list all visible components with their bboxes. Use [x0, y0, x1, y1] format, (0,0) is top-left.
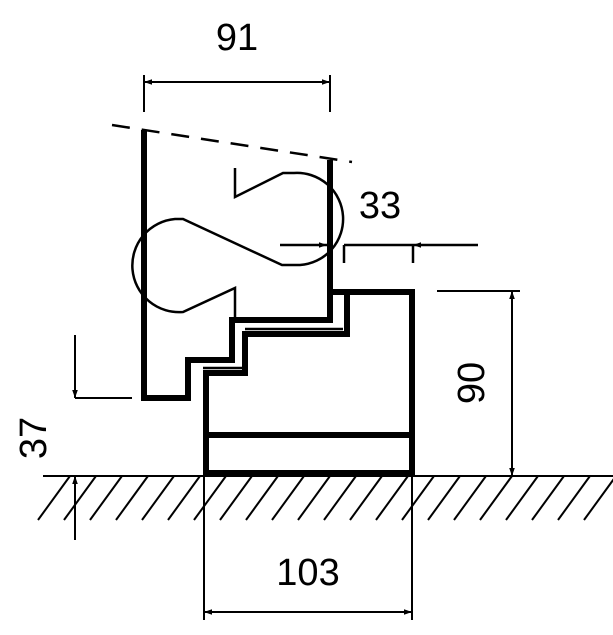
hatch-line — [479, 475, 513, 521]
hatch-line — [583, 478, 613, 521]
dimension-90 — [437, 290, 520, 476]
slope-dashed-line — [111, 123, 353, 164]
dimension-103-label: 103 — [276, 552, 339, 594]
dimension-91-label: 91 — [216, 17, 258, 59]
frame-profile — [203, 289, 415, 476]
hatch-line — [401, 475, 435, 521]
dimension-33 — [280, 242, 478, 263]
dimension-103 — [203, 476, 413, 620]
hatch-line — [453, 475, 487, 521]
hatch-line — [349, 475, 383, 521]
hatch-line — [557, 475, 591, 521]
dimension-37 — [72, 335, 132, 540]
hatch-line — [375, 475, 409, 521]
hatch-line — [89, 475, 123, 521]
sash-profile — [141, 130, 333, 401]
hatch-line — [245, 475, 279, 521]
dimension-33-label: 33 — [359, 185, 401, 227]
hatch-line — [167, 475, 201, 521]
dimension-91 — [143, 75, 331, 112]
hatch-line — [297, 475, 331, 521]
hatch-line — [193, 475, 227, 521]
hatch-line — [37, 475, 71, 521]
hatch-line — [531, 475, 565, 521]
hatch-line — [271, 475, 305, 521]
ground-hatch — [37, 475, 613, 521]
hatch-line — [505, 475, 539, 521]
hinge-curve-upper — [131, 168, 345, 318]
hatch-line — [427, 475, 461, 521]
hatch-line — [63, 475, 97, 521]
dimension-90-label: 90 — [451, 362, 493, 404]
hatch-line — [141, 475, 175, 521]
dimension-37-label: 37 — [13, 417, 55, 459]
hatch-line — [323, 475, 357, 521]
hatch-line — [219, 475, 253, 521]
hatch-line — [115, 475, 149, 521]
